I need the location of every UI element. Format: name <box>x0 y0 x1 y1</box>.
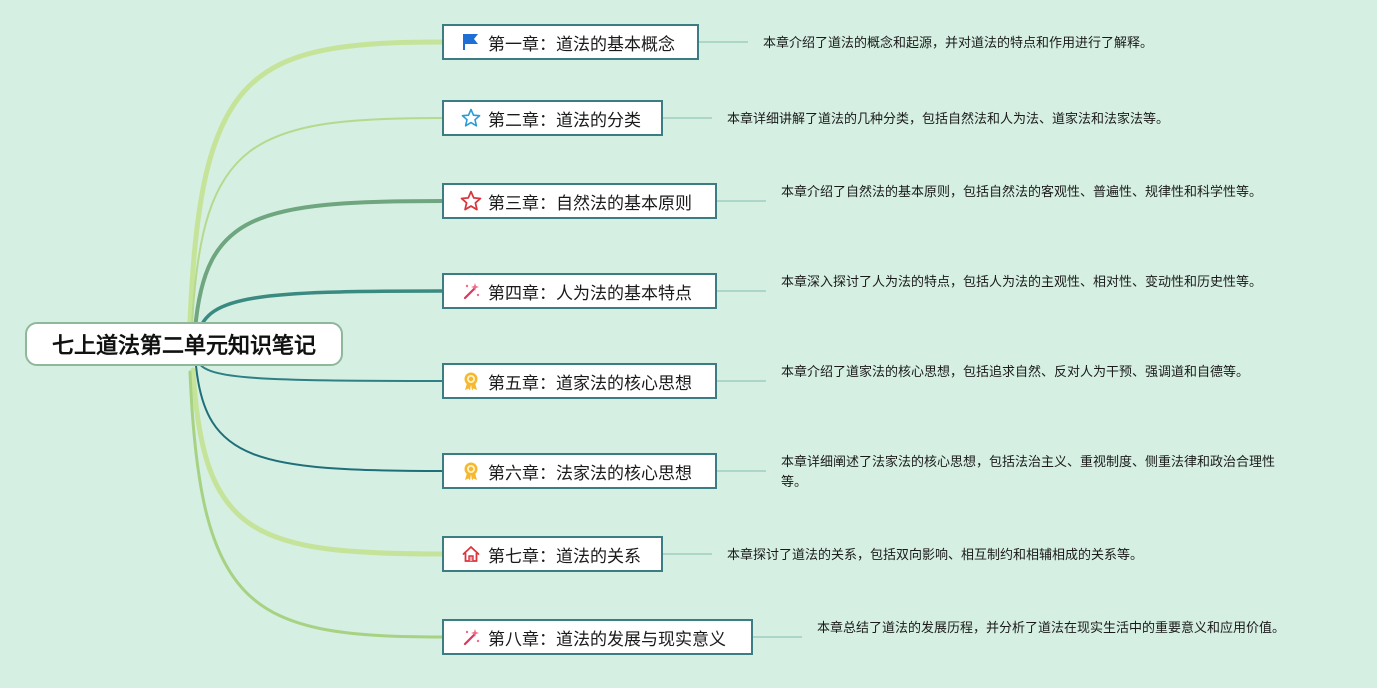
topic-chapter-7[interactable]: 第七章：道法的关系 <box>442 536 663 572</box>
topic-label: 第四章：人为法的基本特点 <box>488 283 692 304</box>
chapter-2-description: 本章详细讲解了道法的几种分类，包括自然法和人为法、道家法和法家法等。 <box>727 112 1170 127</box>
chapter-4-description: 本章深入探讨了人为法的特点，包括人为法的主观性、相对性、变动性和历史性等。 <box>781 275 1263 290</box>
topic-label: 第五章：道家法的核心思想 <box>488 373 692 394</box>
award-ribbon-icon <box>460 460 482 482</box>
topic-chapter-4[interactable]: 第四章：人为法的基本特点 <box>442 273 717 309</box>
branch-line <box>197 361 443 382</box>
branch-line <box>187 39 445 325</box>
chapter-3-description: 本章介绍了自然法的基本原则，包括自然法的客观性、普遍性、规律性和科学性等。 <box>781 185 1263 200</box>
red-star-outline-icon <box>460 190 482 212</box>
topic-chapter-1[interactable]: 第一章：道法的基本概念 <box>442 24 699 60</box>
branch-line <box>191 117 443 326</box>
root-topic[interactable]: 七上道法第二单元知识笔记 <box>25 322 343 366</box>
topic-label: 第七章：道法的关系 <box>488 546 641 567</box>
chapter-7-description: 本章探讨了道法的关系，包括双向影响、相互制约和相辅相成的关系等。 <box>727 548 1144 563</box>
branch-line <box>195 365 443 472</box>
topic-chapter-3[interactable]: 第三章：自然法的基本原则 <box>442 183 717 219</box>
topic-chapter-8[interactable]: 第八章：道法的发展与现实意义 <box>442 619 753 655</box>
blue-star-outline-icon <box>460 107 482 129</box>
blue-flag-icon <box>460 31 482 53</box>
topic-label: 第一章：道法的基本概念 <box>488 34 675 55</box>
topic-label: 第六章：法家法的核心思想 <box>488 463 692 484</box>
magic-wand-icon <box>460 626 482 648</box>
branch-line <box>188 370 444 639</box>
topic-chapter-5[interactable]: 第五章：道家法的核心思想 <box>442 363 717 399</box>
chapter-1-description: 本章介绍了道法的概念和起源，并对道法的特点和作用进行了解释。 <box>763 36 1154 51</box>
branch-line <box>190 367 445 557</box>
magic-wand-icon <box>460 280 482 302</box>
topic-label: 第三章：自然法的基本原则 <box>488 193 692 214</box>
topic-chapter-6[interactable]: 第六章：法家法的核心思想 <box>442 453 717 489</box>
root-topic-label: 七上道法第二单元知识笔记 <box>51 334 316 359</box>
award-ribbon-icon <box>460 370 482 392</box>
branch-line <box>193 199 444 332</box>
home-icon <box>460 543 482 565</box>
topic-label: 第二章：道法的分类 <box>488 110 641 131</box>
topic-chapter-2[interactable]: 第二章：道法的分类 <box>442 100 663 136</box>
branch-line <box>196 289 444 336</box>
chapter-6-description: 本章详细阐述了法家法的核心思想，包括法治主义、重视制度、侧重法律和政治合理性等。 <box>781 455 1276 490</box>
chapter-8-description: 本章总结了道法的发展历程，并分析了道法在现实生活中的重要意义和应用价值。 <box>817 621 1286 636</box>
topic-label: 第八章：道法的发展与现实意义 <box>488 629 726 650</box>
chapter-5-description: 本章介绍了道家法的核心思想，包括追求自然、反对人为干预、强调道和自德等。 <box>781 365 1250 380</box>
